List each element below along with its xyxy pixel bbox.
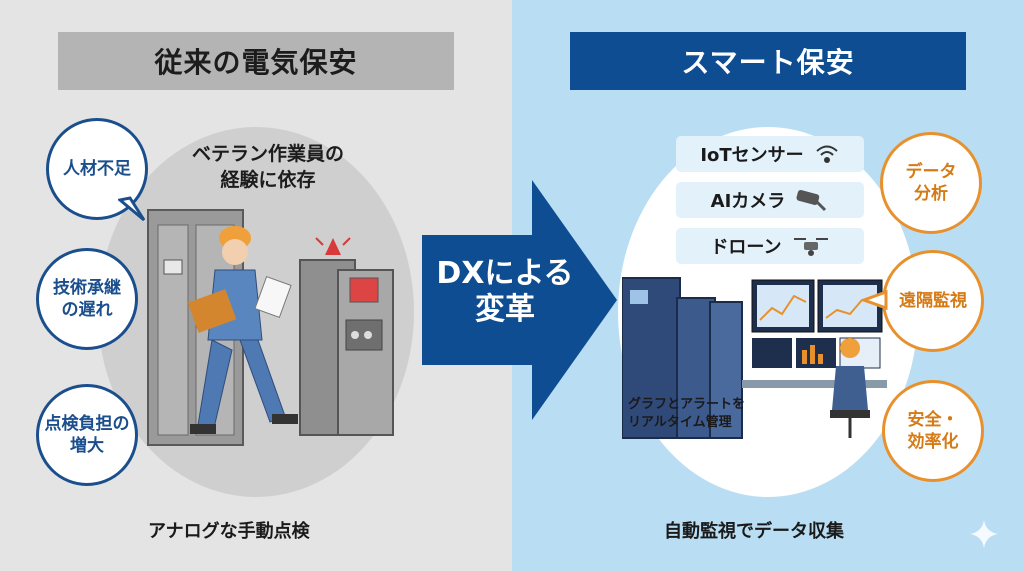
sparkle-icon xyxy=(970,520,998,548)
left-title: 従来の電気保安 xyxy=(58,32,454,90)
bubble-label-2: の遅れ xyxy=(61,300,113,320)
drone-icon xyxy=(793,238,828,256)
monitoring-note: グラフとアラートを リアルタイム管理 xyxy=(628,396,745,431)
security-camera-icon xyxy=(796,189,827,212)
bubble-label-1: 技術承継 xyxy=(53,277,121,298)
veteran-note: ベテラン作業員の 経験に依存 xyxy=(168,142,368,193)
feature-ai-camera: AIカメラ xyxy=(676,182,864,218)
veteran-note-line1: ベテラン作業員の xyxy=(191,143,344,165)
feature-label: AIカメラ xyxy=(710,191,786,212)
feature-label: ドローン xyxy=(710,237,782,258)
bubble-safety-efficiency: 安全・ 効率化 xyxy=(882,380,984,482)
right-caption: 自動監視でデータ収集 xyxy=(664,521,844,542)
bubble-data-analysis: データ 分析 xyxy=(880,132,982,234)
feature-label: IoTセンサー xyxy=(700,145,804,166)
bubble-skill-transfer: 技術承継 の遅れ xyxy=(36,248,138,350)
monitoring-note-line1: グラフとアラートを xyxy=(628,397,746,412)
left-caption: アナログな手動点検 xyxy=(148,521,310,542)
dx-label-line1: DXによる xyxy=(436,256,574,291)
bubble-labor-shortage: 人材不足 xyxy=(46,118,148,220)
bubble-label-1: 安全・ xyxy=(907,409,959,430)
feature-drone: ドローン xyxy=(676,228,864,264)
bubble-label-2: 効率化 xyxy=(907,432,959,452)
wifi-sensor-icon xyxy=(816,145,838,163)
bubble-inspection-burden: 点検負担の 増大 xyxy=(36,384,138,486)
bubble-label-2: 分析 xyxy=(914,184,948,204)
dx-transformation-arrow xyxy=(422,180,617,420)
bubble-label: 人材不足 xyxy=(63,158,131,179)
dx-label-line2: 変革 xyxy=(475,292,535,327)
bubble-label-1: 点検負担の xyxy=(44,413,130,434)
bubble-label-2: 増大 xyxy=(70,436,104,456)
manual-inspection-illustration xyxy=(147,209,394,446)
veteran-note-line2: 経験に依存 xyxy=(220,168,316,191)
bubble-tail xyxy=(118,196,146,222)
bubble-tail xyxy=(862,290,888,310)
dx-label: DXによる 変革 xyxy=(430,256,580,328)
bubble-label: 遠隔監視 xyxy=(899,290,967,311)
feature-iot-sensor: IoTセンサー xyxy=(676,136,864,172)
bubble-remote-monitoring: 遠隔監視 xyxy=(882,250,984,352)
monitoring-note-line2: リアルタイム管理 xyxy=(628,414,732,430)
right-title: スマート保安 xyxy=(570,32,966,90)
bubble-label-1: データ xyxy=(905,161,957,182)
